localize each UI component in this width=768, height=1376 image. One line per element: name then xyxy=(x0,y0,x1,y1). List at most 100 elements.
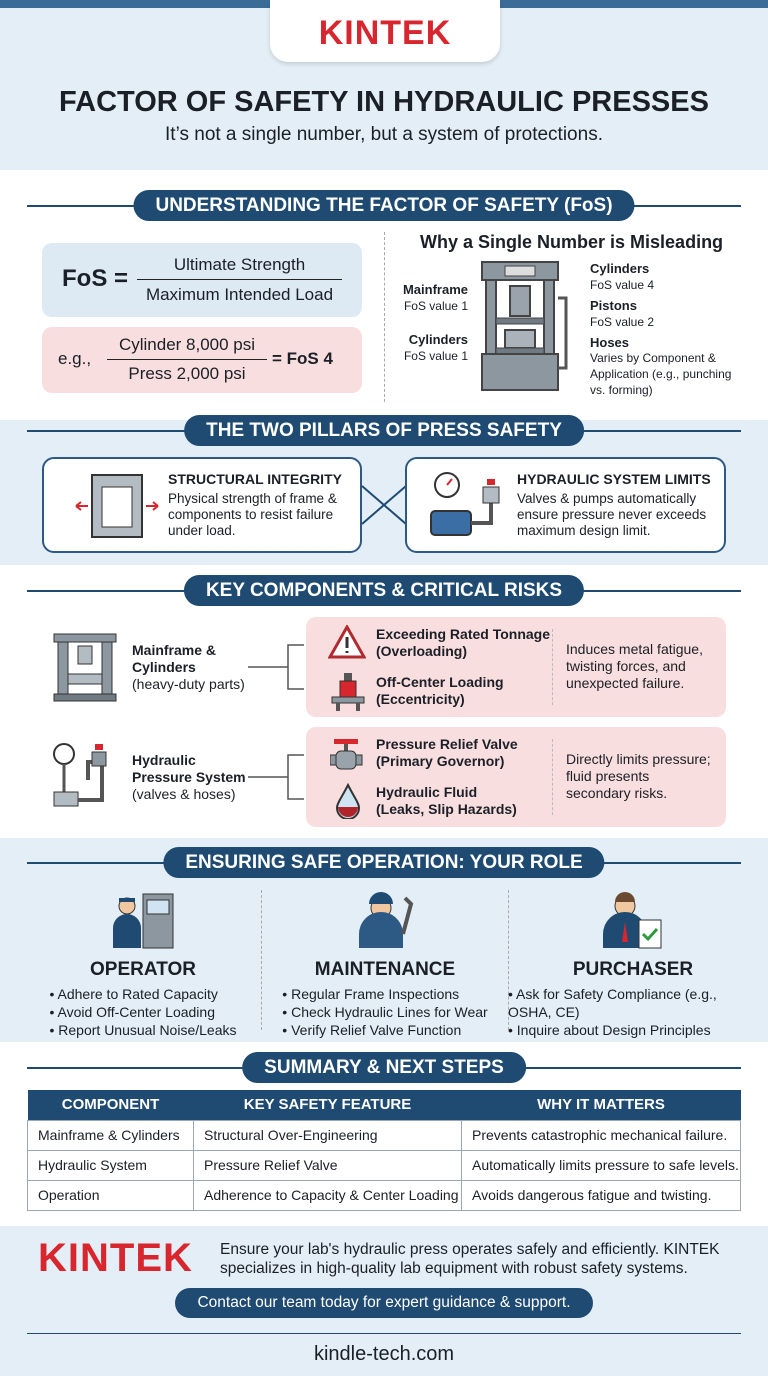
risk-card-hydraulic: Pressure Relief Valve(Primary Governor) … xyxy=(306,727,726,827)
role-point: Regular Frame Inspections xyxy=(282,985,487,1003)
component-hydraulic: Hydraulic Pressure System (valves & hose… xyxy=(132,752,250,803)
role-point: Ask for Safety Compliance (e.g., OSHA, C… xyxy=(508,985,758,1021)
role-point: Avoid Off-Center Loading xyxy=(49,1003,236,1021)
pillar-text: Physical strength of frame & components … xyxy=(168,491,337,538)
page-title: FACTOR OF SAFETY IN HYDRAULIC PRESSES xyxy=(59,86,709,118)
table-cell: Operation xyxy=(27,1179,194,1211)
connector-icon xyxy=(361,485,407,525)
risk-effect: Induces metal fatigue, twisting forces, … xyxy=(566,641,703,691)
pump-icon xyxy=(430,472,500,536)
section-heading-roles: ENSURING SAFE OPERATION: YOUR ROLE xyxy=(163,847,605,878)
table-cell: Hydraulic System xyxy=(27,1149,194,1181)
divider xyxy=(508,890,509,1030)
role-point: Adhere to Rated Capacity xyxy=(49,985,236,1003)
warning-icon xyxy=(328,625,366,659)
column-header: KEY SAFETY FEATURE xyxy=(193,1090,462,1120)
component-name: Mainframe & Cylinders xyxy=(132,642,217,675)
website-link[interactable]: kindle-tech.com xyxy=(313,1343,455,1365)
table-cell: Automatically limits pressure to safe le… xyxy=(461,1149,741,1181)
valve-icon xyxy=(330,739,363,770)
table-cell: Structural Over-Engineering xyxy=(193,1119,462,1151)
section-heading-components: KEY COMPONENTS & CRITICAL RISKS xyxy=(183,575,585,606)
role-point: Verify Relief Valve Function xyxy=(282,1021,487,1039)
risk-item: Pressure Relief Valve(Primary Governor) xyxy=(376,736,518,769)
kintek-logo: KINTEK xyxy=(270,0,500,62)
role-operator: OPERATOR Adhere to Rated CapacityAvoid O… xyxy=(18,890,268,1040)
fraction-bar xyxy=(137,279,342,280)
example-result: = FoS 4 xyxy=(272,349,333,368)
column-header: COMPONENT xyxy=(27,1090,194,1120)
formula-denominator: Maximum Intended Load xyxy=(145,285,334,304)
formula-lhs: FoS = xyxy=(62,265,129,292)
role-point: Check Hydraulic Lines for Wear xyxy=(282,1003,488,1021)
contact-button[interactable]: Contact our team today for expert guidan… xyxy=(175,1288,593,1318)
branch-arrows xyxy=(248,644,304,690)
divider xyxy=(552,739,553,815)
operator-icon xyxy=(113,893,174,949)
footer-text: Ensure your lab's hydraulic press operat… xyxy=(220,1241,720,1277)
off-center-load-icon xyxy=(331,673,365,711)
column-header: WHY IT MATTERS xyxy=(461,1090,741,1120)
divider xyxy=(384,232,385,402)
pillar-text: Valves & pumps automatically ensure pres… xyxy=(517,491,707,538)
section-heading-summary: SUMMARY & NEXT STEPS xyxy=(242,1052,526,1083)
divider xyxy=(261,890,262,1030)
pillar-structural: STRUCTURAL INTEGRITY Physical strength o… xyxy=(42,457,362,553)
role-point: Report Unusual Noise/Leaks xyxy=(49,1021,236,1039)
pillar-title: HYDRAULIC SYSTEM LIMITS xyxy=(517,471,711,487)
component-mainframe: Mainframe & Cylinders (heavy-duty parts) xyxy=(132,642,245,693)
hydraulic-system-icon xyxy=(53,743,107,807)
example-numerator: Cylinder 8,000 psi xyxy=(118,335,256,354)
press-diagram-icon xyxy=(481,261,568,391)
role-maintenance: MAINTENANCE Regular Frame InspectionsChe… xyxy=(260,890,510,1040)
fos-example: e.g., Cylinder 8,000 psi Press 2,000 psi… xyxy=(42,327,362,393)
mainframe-icon xyxy=(53,633,117,702)
example-prefix: e.g., xyxy=(58,349,92,368)
table-cell: Mainframe & Cylinders xyxy=(27,1119,194,1151)
role-title: MAINTENANCE xyxy=(314,959,456,980)
diagram-title: Why a Single Number is Misleading xyxy=(420,232,724,252)
component-sub: (heavy-duty parts) xyxy=(132,676,245,692)
fraction-bar xyxy=(107,359,267,360)
risk-item: Off-Center Loading(Eccentricity) xyxy=(376,674,504,707)
press-frame-icon xyxy=(75,474,159,538)
table-cell: Avoids dangerous fatigue and twisting. xyxy=(461,1179,741,1211)
role-title: OPERATOR xyxy=(90,959,196,980)
page-subtitle: It’s not a single number, but a system o… xyxy=(165,124,603,145)
fluid-drop-icon xyxy=(335,783,361,819)
section-heading-understanding: UNDERSTANDING THE FACTOR OF SAFETY (FoS) xyxy=(133,190,635,221)
risk-item: Hydraulic Fluid(Leaks, Slip Hazards) xyxy=(376,784,517,817)
purchaser-icon xyxy=(603,892,662,949)
risk-effect: Directly limits pressure; fluid presents… xyxy=(566,751,711,801)
role-point: Inquire about Design Principles xyxy=(508,1021,758,1039)
role-purchaser: PURCHASER Ask for Safety Compliance (e.g… xyxy=(508,890,758,1040)
divider xyxy=(27,1333,741,1334)
role-title: PURCHASER xyxy=(572,959,694,980)
table-cell: Prevents catastrophic mechanical failure… xyxy=(461,1119,741,1151)
risk-card-mainframe: Exceeding Rated Tonnage(Overloading) Off… xyxy=(306,617,726,717)
component-sub: (valves & hoses) xyxy=(132,786,236,802)
table-cell: Adherence to Capacity & Center Loading xyxy=(193,1179,462,1211)
pillar-title: STRUCTURAL INTEGRITY xyxy=(168,471,342,487)
divider xyxy=(552,629,553,705)
example-denominator: Press 2,000 psi xyxy=(128,364,246,383)
formula-numerator: Ultimate Strength xyxy=(173,255,306,274)
risk-item: Exceeding Rated Tonnage(Overloading) xyxy=(376,626,550,659)
section-heading-pillars: THE TWO PILLARS OF PRESS SAFETY xyxy=(184,415,584,446)
table-cell: Pressure Relief Valve xyxy=(193,1149,462,1181)
branch-arrows xyxy=(248,754,304,800)
footer-logo: KINTEK xyxy=(38,1236,193,1280)
pillar-hydraulic: HYDRAULIC SYSTEM LIMITS Valves & pumps a… xyxy=(405,457,726,553)
component-name: Hydraulic Pressure System xyxy=(132,752,246,785)
fos-formula: FoS = Ultimate Strength Maximum Intended… xyxy=(42,243,362,317)
